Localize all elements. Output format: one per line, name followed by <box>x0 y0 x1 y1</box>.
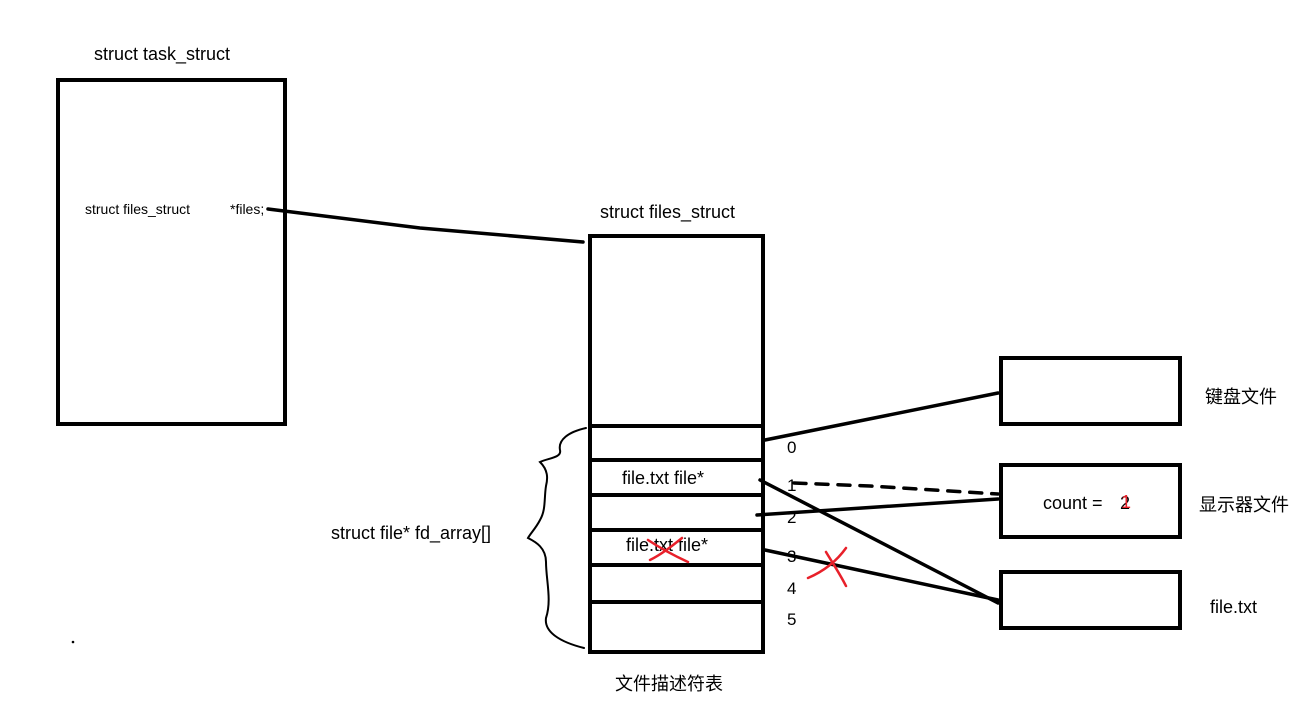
fd-index-5: 5 <box>787 610 796 629</box>
display-count-new: 1 <box>1121 492 1131 512</box>
task-struct-field-name: *files; <box>230 201 264 217</box>
file-txt-label: file.txt <box>1210 597 1257 617</box>
fd-index-0: 0 <box>787 438 796 457</box>
display-count-text: count = <box>1043 493 1103 513</box>
fd-index-1: 1 <box>787 476 796 495</box>
fd-slot-1-text: file.txt file* <box>622 468 704 488</box>
fd1-to-file-txt-line <box>758 478 1000 605</box>
files-struct-box <box>588 234 765 654</box>
keyboard-file-box <box>999 356 1182 426</box>
fd-table-caption: 文件描述符表 <box>615 674 723 694</box>
fd-slot-3-text: file.txt file* <box>626 535 708 555</box>
fd-index-4: 4 <box>787 579 796 598</box>
keyboard-file-label: 键盘文件 <box>1205 387 1277 407</box>
task-struct-title: struct task_struct <box>94 44 230 65</box>
fd3-link-cross-mark <box>806 546 848 580</box>
display-count-old: 2 <box>1120 493 1130 513</box>
fd0-to-keyboard-line <box>763 391 1000 442</box>
file-txt-box <box>999 570 1182 630</box>
files-pointer-line <box>266 207 585 244</box>
fd-array-label: struct file* fd_array[] <box>331 523 491 544</box>
fd-array-brace <box>526 427 587 649</box>
stray-dot <box>71 640 75 644</box>
slot-3-cross-mark <box>648 536 684 562</box>
fd3-link-cross-mark <box>824 550 848 588</box>
fd1-to-display-dashed-line <box>792 481 1000 496</box>
slot-3-cross-mark <box>646 538 690 564</box>
fd-index-2: 2 <box>787 508 796 527</box>
files-struct-title: struct files_struct <box>600 202 735 223</box>
display-file-box <box>999 463 1182 539</box>
display-file-label: 显示器文件 <box>1199 495 1289 515</box>
fd3-to-file-txt-line <box>763 548 1000 602</box>
fd2-to-display-line <box>755 497 1000 517</box>
task-struct-box <box>56 78 287 426</box>
task-struct-field-type: struct files_struct <box>85 201 190 217</box>
